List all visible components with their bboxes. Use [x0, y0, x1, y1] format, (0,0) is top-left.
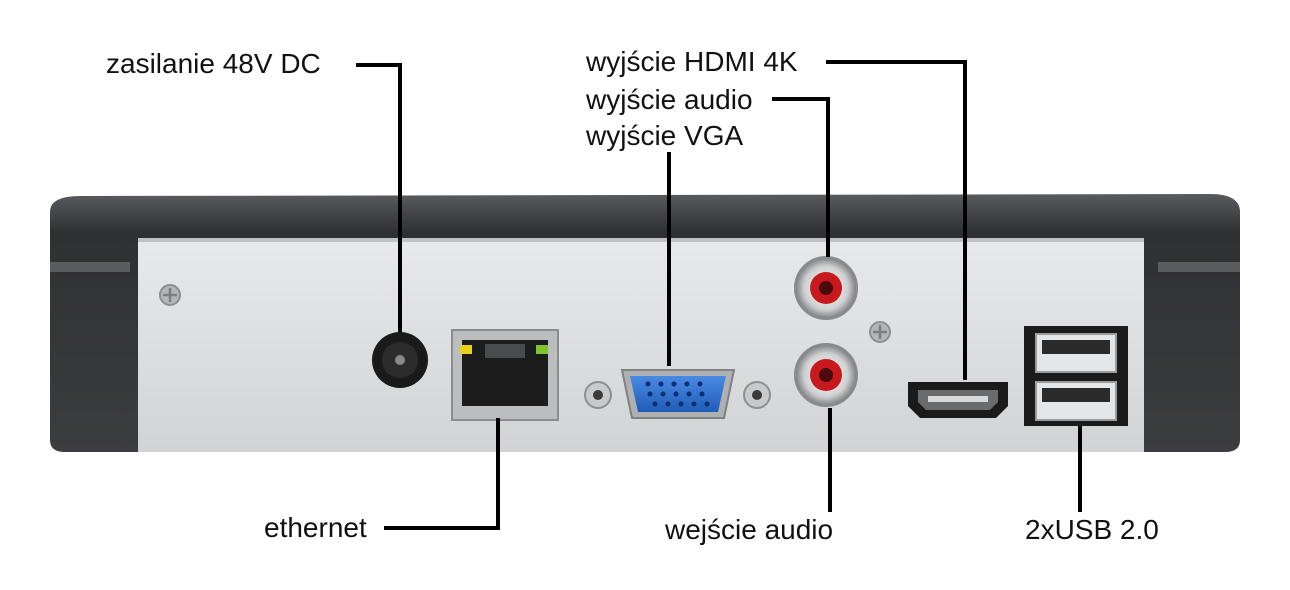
mounting-hole-icon	[743, 381, 771, 409]
label-vga: wyjście VGA	[586, 120, 744, 151]
usb-ports-icon	[1024, 326, 1128, 426]
leader-line-ethernet	[384, 418, 500, 530]
leader-line-audio-out	[772, 97, 830, 257]
label-hdmi: wyjście HDMI 4K	[586, 46, 798, 77]
leader-line-power	[356, 63, 402, 332]
label-audio-in: wejście audio	[665, 514, 834, 545]
rca-audio-in-icon	[794, 343, 858, 407]
hdmi-port-icon	[908, 382, 1008, 418]
leader-line-hdmi	[826, 60, 967, 380]
screw-icon	[159, 284, 181, 306]
label-audio-out: wyjście audio	[586, 84, 753, 115]
label-usb: 2xUSB 2.0	[1025, 514, 1159, 545]
vga-port-icon	[620, 369, 736, 419]
metal-back-plate	[138, 238, 1144, 452]
mounting-hole-icon	[584, 381, 612, 409]
screw-icon	[869, 321, 891, 343]
dc-power-jack-icon	[372, 332, 428, 388]
label-ethernet: ethernet	[264, 512, 367, 543]
leader-lines	[356, 60, 1082, 530]
rca-audio-out-icon	[794, 256, 858, 320]
label-power: zasilanie 48V DC	[106, 48, 321, 79]
ethernet-port-icon	[451, 329, 559, 421]
